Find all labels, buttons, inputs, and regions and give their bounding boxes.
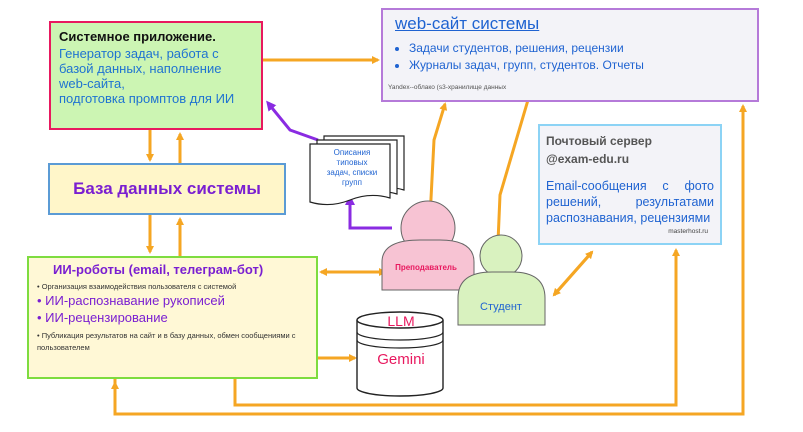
system-app-line: web-сайта, — [59, 76, 125, 91]
system-app-line: Генератор задач, работа с — [59, 46, 219, 61]
system-app-title: Системное приложение. — [59, 29, 216, 44]
ai-robots-main1: • ИИ-распознавание рукописей — [37, 293, 225, 308]
documents-label: Описания типовых задач, списки групп — [317, 148, 387, 188]
mail-server-note: masterhost.ru — [668, 228, 708, 235]
website-list-item: Задачи студентов, решения, рецензии — [409, 40, 745, 57]
website-list: Задачи студентов, решения, рецензии Журн… — [395, 40, 745, 74]
arrow-mail-student — [552, 251, 594, 297]
student-figure — [457, 234, 546, 326]
system-app-line: подготовка промптов для ИИ — [59, 91, 235, 106]
arrow-teacher-docs — [345, 195, 392, 230]
documents-icon — [309, 135, 405, 206]
llm-cylinder — [356, 311, 444, 397]
documents-line: типовых — [336, 158, 368, 167]
ai-robots-main2: • ИИ-рецензирование — [37, 310, 168, 325]
ai-robots-box: ИИ-роботы (email, телеграм-бот) • Органи… — [27, 256, 318, 379]
student-label: Студент — [480, 301, 522, 313]
teacher-label: Преподаватель — [395, 263, 457, 272]
system-app-box: Системное приложение. Генератор задач, р… — [49, 21, 263, 130]
website-title: web-сайт системы — [395, 14, 540, 33]
documents-line: Описания — [333, 148, 371, 157]
mail-server-title: Почтовый сервер — [546, 134, 652, 148]
arrow-web-student — [494, 99, 530, 244]
database-title: База данных системы — [73, 179, 261, 198]
website-box: web-сайт системы Задачи студентов, решен… — [381, 8, 759, 102]
documents-line: групп — [342, 178, 362, 187]
mail-server-box: Почтовый сервер @exam-edu.ru Email-сообщ… — [538, 124, 722, 245]
arrow-robots-mail-loop — [233, 248, 680, 407]
arrow-docs-sysapp — [266, 100, 319, 142]
gemini-label: Gemini — [377, 351, 425, 368]
website-list-item: Журналы задач, групп, студентов. Отчеты — [409, 57, 745, 74]
mail-server-body: Email-сообщения с фото решений, результа… — [546, 179, 714, 225]
system-app-body: Генератор задач, работа с базой данных, … — [59, 46, 253, 106]
llm-label: LLM — [387, 313, 415, 329]
ai-robots-sub1: • Организация взаимодействия пользовател… — [37, 282, 237, 291]
arrow-teacher-web — [428, 102, 448, 219]
database-box: База данных системы — [48, 163, 286, 215]
mail-server-domain: @exam-edu.ru — [546, 152, 630, 166]
ai-robots-title: ИИ-роботы (email, телеграм-бот) — [53, 262, 264, 277]
website-note: Yandex--облако (s3-хранилище данных — [388, 84, 507, 91]
teacher-figure — [381, 200, 475, 291]
ai-robots-sub2: • Публикация результатов на сайт и в баз… — [37, 331, 296, 352]
system-app-line: базой данных, наполнение — [59, 61, 222, 76]
documents-line: задач, списки — [326, 168, 378, 177]
